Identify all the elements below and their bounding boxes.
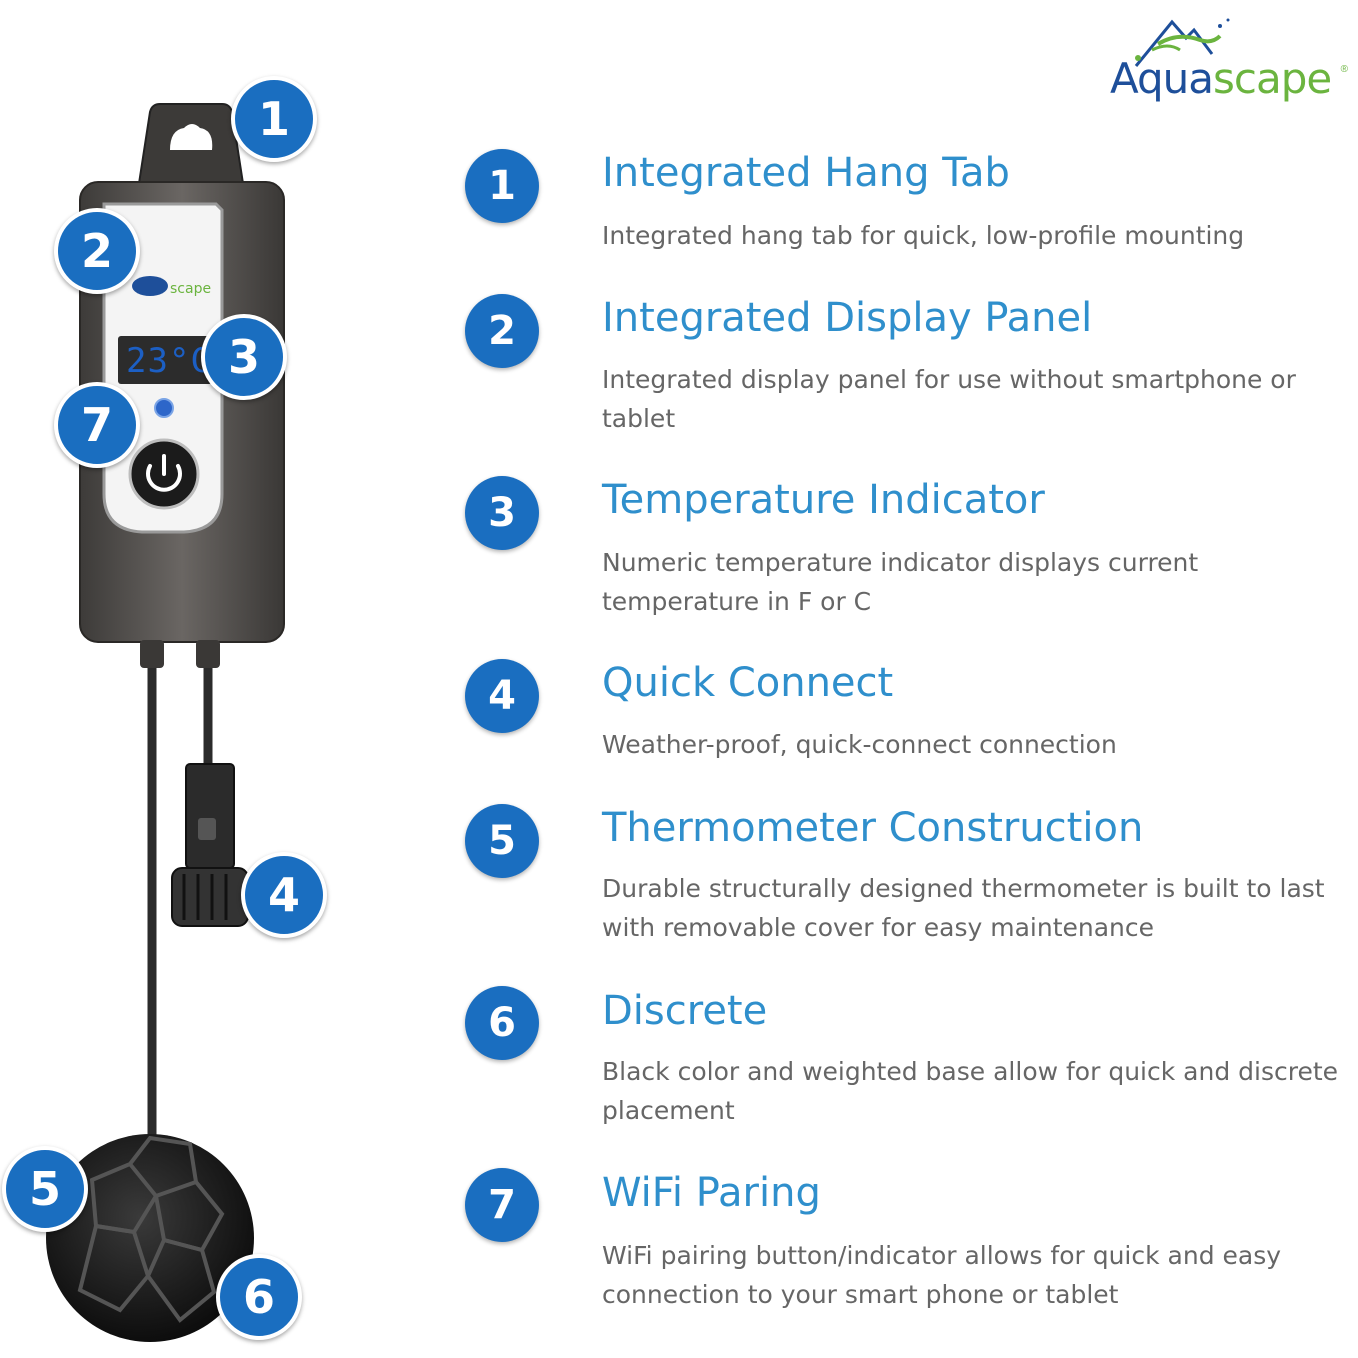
logo-wordmark: Aquascape <box>1110 54 1332 103</box>
svg-text:scape: scape <box>170 281 211 297</box>
feature-description: Integrated hang tab for quick, low-profi… <box>602 221 1245 250</box>
feature-title: Quick Connect <box>602 660 894 706</box>
feature-number-badge: 6 <box>465 986 539 1060</box>
feature-title: WiFi Paring <box>602 1170 821 1216</box>
feature-number-badge: 4 <box>465 659 539 733</box>
thermometer-device-drawing: scape <box>46 103 285 1342</box>
callout-badge-5: 5 <box>2 1146 88 1232</box>
feature-description: Integrated display panel for use without… <box>602 365 1296 433</box>
feature-number-badge: 1 <box>465 149 539 223</box>
callout-badge-2: 2 <box>54 208 140 294</box>
feature-description: WiFi pairing button/indicator allows for… <box>602 1241 1282 1309</box>
feature-description: Black color and weighted base allow for … <box>602 1057 1339 1125</box>
display-temperature-readout: 23°C <box>126 341 212 381</box>
aquascape-logo: Aquascape ® <box>1108 14 1350 114</box>
feature-title: Discrete <box>602 988 768 1034</box>
callout-badge-4: 4 <box>241 852 327 938</box>
registered-mark: ® <box>1340 64 1348 75</box>
feature-title: Integrated Display Panel <box>602 295 1093 341</box>
device-illustration: scape 23°C 1 2 3 7 4 5 6 <box>0 0 360 1358</box>
logo-scape-text: scape <box>1213 54 1332 103</box>
feature-title: Integrated Hang Tab <box>602 150 1010 196</box>
callout-badge-1: 1 <box>231 76 317 162</box>
frog-mountain-logo-mark <box>1134 18 1230 67</box>
feature-number-badge: 5 <box>465 804 539 878</box>
feature-title: Thermometer Construction <box>602 805 1144 851</box>
feature-number-badge: 7 <box>465 1168 539 1242</box>
callout-badge-7: 7 <box>54 382 140 468</box>
feature-number-badge: 2 <box>465 294 539 368</box>
feature-number-badge: 3 <box>465 476 539 550</box>
feature-description: Durable structurally designed thermomete… <box>602 874 1325 942</box>
feature-title: Temperature Indicator <box>602 477 1045 523</box>
callout-badge-3: 3 <box>201 314 287 400</box>
callout-badge-6: 6 <box>216 1254 302 1340</box>
feature-description: Numeric temperature indicator displays c… <box>602 548 1199 616</box>
feature-description: Weather-proof, quick-connect connection <box>602 730 1117 759</box>
logo-aqua-text: Aqua <box>1110 54 1214 103</box>
